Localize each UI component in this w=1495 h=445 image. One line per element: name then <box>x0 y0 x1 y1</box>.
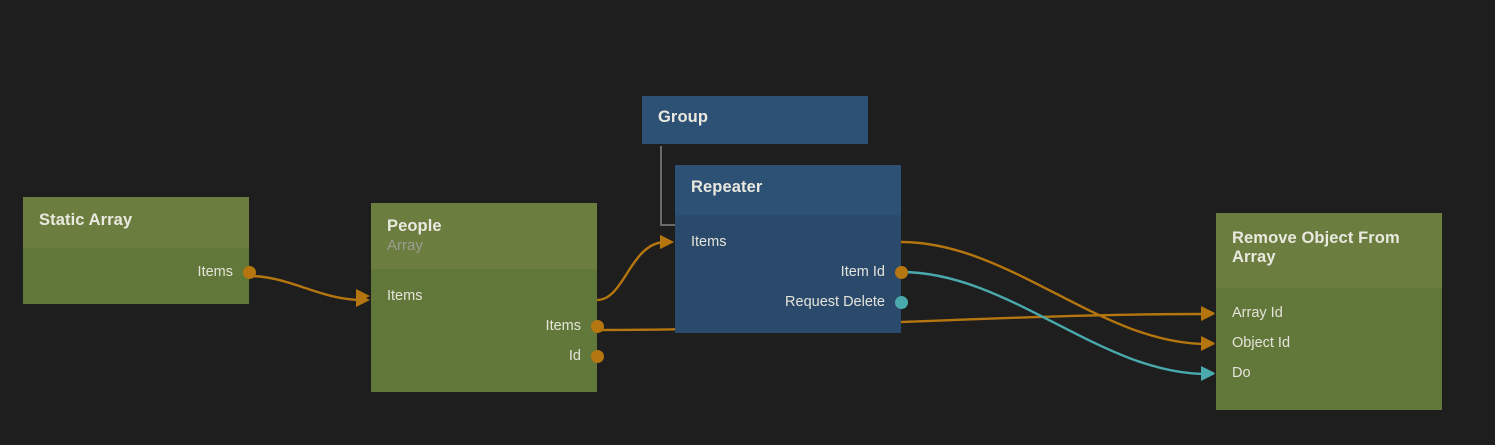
node-repeater[interactable]: Repeater Items Item Id Request Delete <box>660 165 908 333</box>
port-label: Items <box>691 234 727 250</box>
node-header[interactable]: Static Array <box>23 197 249 248</box>
node-body: Items Item Id Request Delete <box>660 215 908 333</box>
port-connector-arrow-icon[interactable] <box>1201 306 1215 320</box>
node-header[interactable]: People Array <box>371 203 597 269</box>
port-connector-arrow-icon[interactable] <box>356 289 370 303</box>
node-title: Static Array <box>39 211 133 229</box>
node-title: People <box>387 217 442 235</box>
port-label: Do <box>1232 365 1251 381</box>
input-port-object-id[interactable]: Object Id <box>1201 328 1442 358</box>
port-connector-dot-icon[interactable] <box>590 349 604 363</box>
port-connector-dot-icon[interactable] <box>894 265 908 279</box>
node-body: Items Items Id <box>356 269 604 392</box>
input-port-do[interactable]: Do <box>1201 358 1442 388</box>
port-label: Items <box>545 318 581 334</box>
port-label: Request Delete <box>785 294 885 310</box>
node-subtitle: Array <box>387 237 423 255</box>
input-port-items[interactable]: Items <box>660 227 901 257</box>
output-port-items[interactable]: Items <box>23 257 256 287</box>
node-header[interactable]: Remove Object From Array <box>1216 213 1442 288</box>
node-header[interactable]: Group <box>642 96 868 144</box>
node-static-array[interactable]: Static Array Items <box>23 197 256 304</box>
port-connector-dot-icon[interactable] <box>242 265 256 279</box>
node-header[interactable]: Repeater <box>675 165 901 215</box>
node-body: Array Id Object Id Do <box>1201 288 1442 410</box>
node-remove-object-from-array[interactable]: Remove Object From Array Array Id Object… <box>1201 213 1442 410</box>
port-connector-arrow-icon[interactable] <box>660 235 674 249</box>
output-port-item-id[interactable]: Item Id <box>675 257 908 287</box>
port-label: Items <box>387 288 423 304</box>
port-connector-dot-icon[interactable] <box>590 319 604 333</box>
wire-static-array-items-to-people-items <box>248 274 363 302</box>
port-connector-dot-icon[interactable] <box>894 295 908 309</box>
node-title: Remove Object From Array <box>1232 229 1400 267</box>
group-child-bracket <box>660 146 676 226</box>
node-body: Items <box>23 248 256 304</box>
port-connector-arrow-icon[interactable] <box>1201 336 1215 350</box>
port-label: Array Id <box>1232 305 1283 321</box>
node-people[interactable]: People Array Items Items Id <box>356 203 604 392</box>
wire-repeater-request-delete-to-remove-do <box>900 270 1208 376</box>
port-label: Items <box>197 264 233 280</box>
port-connector-arrow-icon[interactable] <box>1201 366 1215 380</box>
wire-repeater-item-id-to-remove-object-id <box>900 240 1208 346</box>
output-port-id[interactable]: Id <box>371 341 604 371</box>
input-port-items[interactable]: Items <box>356 281 597 311</box>
output-port-items[interactable]: Items <box>371 311 604 341</box>
input-port-array-id[interactable]: Array Id <box>1201 298 1442 328</box>
node-title: Group <box>658 108 708 126</box>
node-group[interactable]: Group <box>642 96 868 144</box>
port-label: Item Id <box>840 264 885 280</box>
port-label: Id <box>568 348 581 364</box>
port-label: Object Id <box>1232 335 1291 351</box>
node-title: Repeater <box>691 178 763 196</box>
wire-people-items-to-repeater-items <box>596 240 667 302</box>
output-port-request-delete[interactable]: Request Delete <box>675 287 908 317</box>
